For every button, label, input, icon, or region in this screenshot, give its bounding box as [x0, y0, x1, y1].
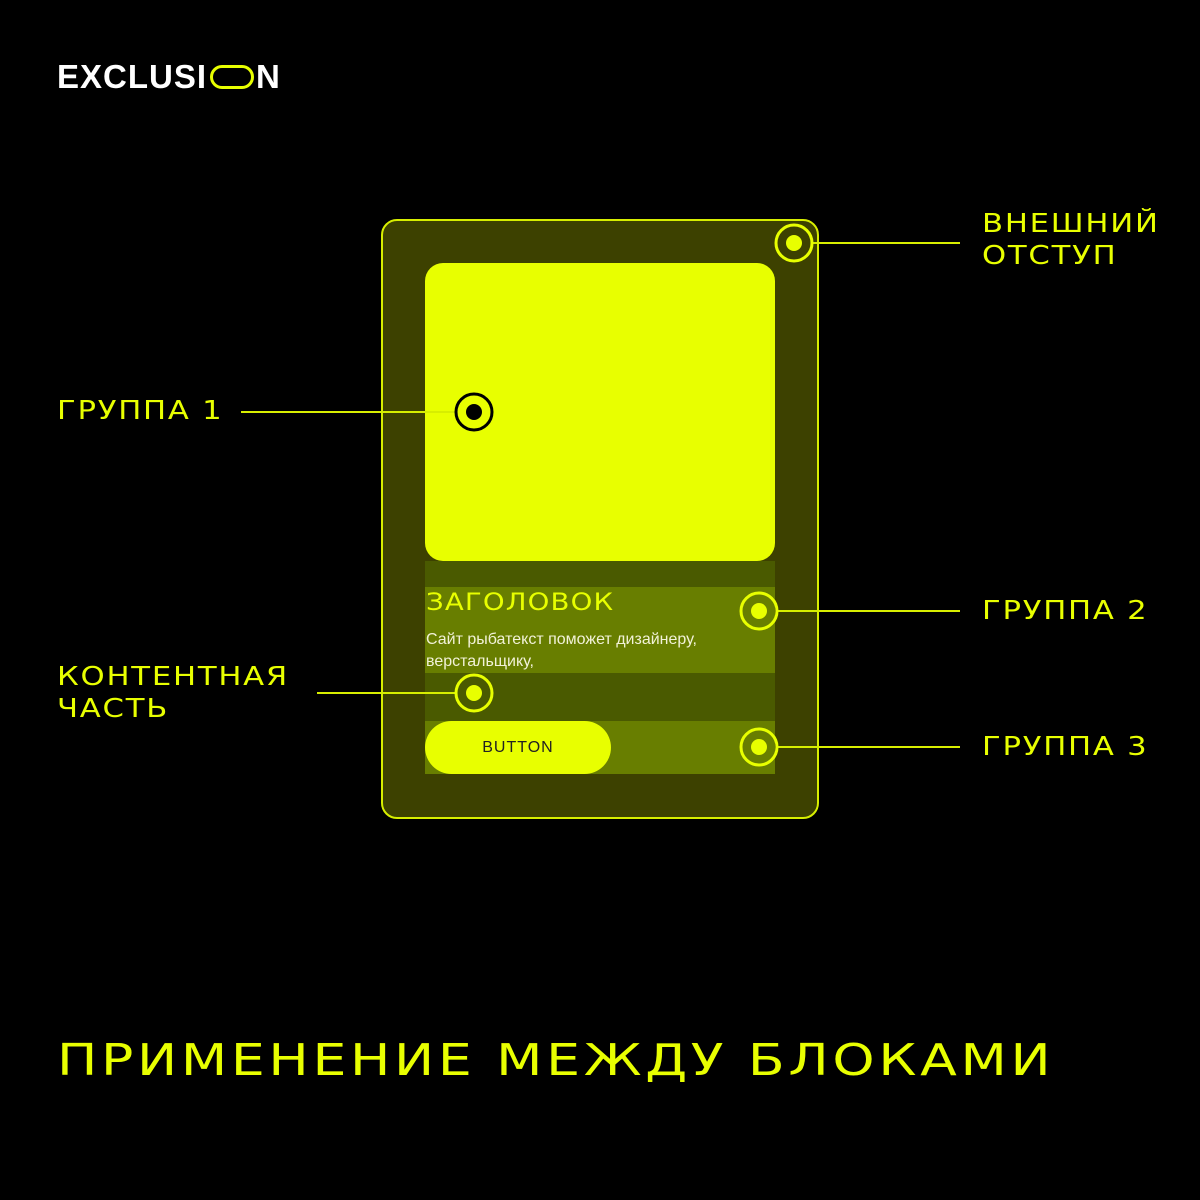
label-content-part: КОНТЕНТНАЯ ЧАСТЬ: [57, 662, 290, 724]
card-title: ЗАГОЛОВОК: [426, 588, 615, 616]
label-group1: ГРУППА 1: [57, 396, 224, 426]
logo-text-start: EXCLUSI: [57, 58, 208, 95]
label-group2: ГРУППА 2: [982, 596, 1149, 626]
card-gap-band: [425, 561, 775, 587]
brand-logo: EXCLUSI N: [57, 58, 281, 96]
card-gap-band-2: [425, 673, 775, 721]
marker-group1-icon: [454, 392, 494, 432]
card-text-group: [425, 587, 775, 673]
marker-group3-icon: [739, 727, 779, 767]
marker-content-icon: [454, 673, 494, 713]
logo-o-mark-icon: [210, 65, 255, 89]
label-outer-padding: ВНЕШНИЙ ОТСТУП: [982, 209, 1160, 271]
card-body-text: Сайт рыбатекст поможет дизайнеру, верста…: [426, 631, 697, 670]
label-group3: ГРУППА 3: [982, 732, 1149, 762]
card-button[interactable]: BUTTON: [425, 721, 611, 774]
marker-group2-icon: [739, 591, 779, 631]
marker-outer-padding-icon: [774, 223, 814, 263]
logo-text-end: N: [256, 58, 281, 95]
page-heading: ПРИМЕНЕНИЕ МЕЖДУ БЛОКАМИ: [57, 1035, 1055, 1086]
card-image-placeholder: [425, 263, 775, 561]
